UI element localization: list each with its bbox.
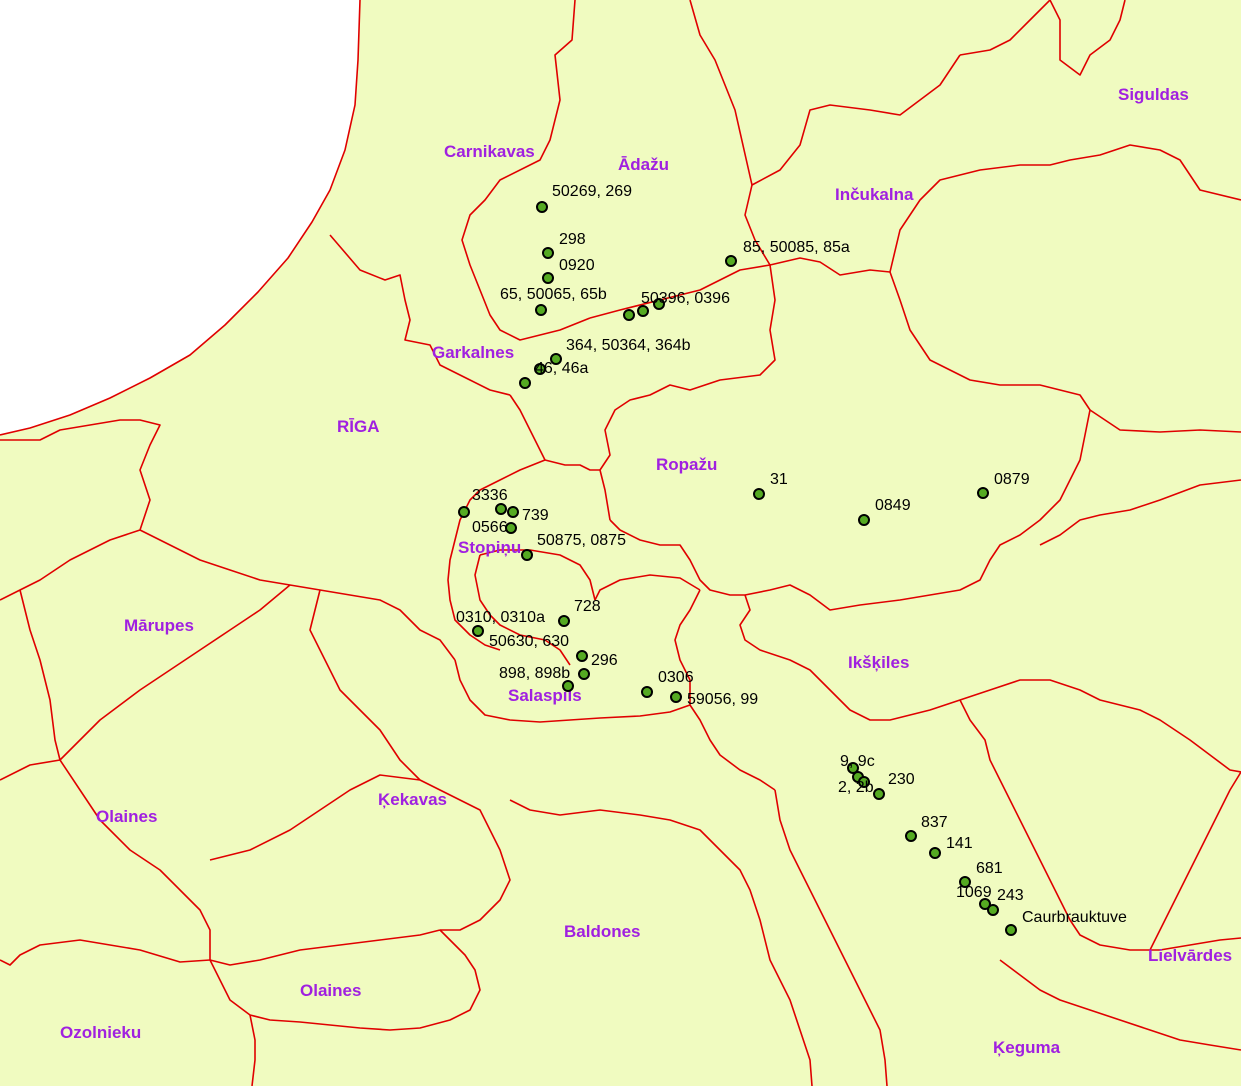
region-label-carnikavas: Carnikavas bbox=[444, 142, 535, 161]
site-point-marker[interactable] bbox=[987, 904, 999, 916]
site-point-marker[interactable] bbox=[847, 762, 859, 774]
site-label: 50875, 0875 bbox=[537, 532, 626, 549]
site-label: 50269, 269 bbox=[552, 183, 632, 200]
region-label-olaines-south: Olaines bbox=[300, 981, 361, 1000]
site-label: 837 bbox=[921, 814, 948, 831]
site-label: 9, 9c bbox=[840, 753, 875, 770]
site-point-marker[interactable] bbox=[558, 615, 570, 627]
region-label-marupes: Mārupes bbox=[124, 616, 194, 635]
region-label-siguldas: Siguldas bbox=[1118, 85, 1189, 104]
region-label-lielvardes: Lielvārdes bbox=[1148, 946, 1232, 965]
site-point-marker[interactable] bbox=[550, 353, 562, 365]
site-label: 50630, 630 bbox=[489, 633, 569, 650]
region-label-stopinu: Stopiņu bbox=[458, 538, 521, 557]
region-label-baldones: Baldones bbox=[564, 922, 641, 941]
site-point-marker[interactable] bbox=[858, 776, 870, 788]
site-point-marker[interactable] bbox=[653, 298, 665, 310]
site-label: 50396, 0396 bbox=[641, 290, 730, 307]
site-points bbox=[458, 201, 1017, 936]
site-label: 298 bbox=[559, 231, 586, 248]
region-label-salaspils: Salaspils bbox=[508, 686, 582, 705]
site-label: 0310, 0310a bbox=[456, 609, 545, 626]
site-label: 739 bbox=[522, 507, 549, 524]
site-label: 230 bbox=[888, 771, 915, 788]
site-label: 46, 46a bbox=[535, 360, 588, 377]
site-point-marker[interactable] bbox=[578, 668, 590, 680]
site-point-marker[interactable] bbox=[576, 650, 588, 662]
site-point-marker[interactable] bbox=[623, 309, 635, 321]
site-point-marker[interactable] bbox=[535, 304, 547, 316]
site-point-marker[interactable] bbox=[505, 522, 517, 534]
site-point-marker[interactable] bbox=[1005, 924, 1017, 936]
site-point-marker[interactable] bbox=[753, 488, 765, 500]
site-label: 0879 bbox=[994, 471, 1030, 488]
site-point-marker[interactable] bbox=[977, 487, 989, 499]
site-label: 296 bbox=[591, 652, 618, 669]
region-labels: Siguldas Carnikavas Ādažu Inčukalna Gark… bbox=[60, 85, 1232, 1057]
site-label: 141 bbox=[946, 835, 973, 852]
site-label: 65, 50065, 65b bbox=[500, 286, 607, 303]
site-point-marker[interactable] bbox=[929, 847, 941, 859]
site-label: 31 bbox=[770, 471, 788, 488]
coastline bbox=[0, 0, 361, 436]
site-point-marker[interactable] bbox=[507, 506, 519, 518]
site-point-marker[interactable] bbox=[562, 680, 574, 692]
site-point-marker[interactable] bbox=[725, 255, 737, 267]
site-label: 898, 898b bbox=[499, 665, 570, 682]
site-label: 3336 bbox=[472, 487, 508, 504]
site-point-marker[interactable] bbox=[873, 788, 885, 800]
site-label: 1069 bbox=[956, 884, 992, 901]
site-label: Caurbrauktuve bbox=[1022, 909, 1127, 926]
region-label-adazu: Ādažu bbox=[618, 155, 669, 174]
site-point-marker[interactable] bbox=[495, 503, 507, 515]
site-label: 728 bbox=[574, 598, 601, 615]
site-label: 0566 bbox=[472, 519, 508, 536]
site-point-marker[interactable] bbox=[534, 363, 546, 375]
region-label-ropazu: Ropažu bbox=[656, 455, 717, 474]
site-point-marker[interactable] bbox=[536, 201, 548, 213]
site-label: 85, 50085, 85a bbox=[743, 239, 850, 256]
site-point-marker[interactable] bbox=[519, 377, 531, 389]
region-label-keguma: Ķeguma bbox=[993, 1038, 1061, 1057]
region-label-riga: RĪGA bbox=[337, 417, 380, 436]
site-label: 0920 bbox=[559, 257, 595, 274]
site-point-marker[interactable] bbox=[959, 876, 971, 888]
site-label: 0306 bbox=[658, 669, 694, 686]
site-point-marker[interactable] bbox=[979, 898, 991, 910]
site-point-marker[interactable] bbox=[542, 247, 554, 259]
region-label-ikskiles: Ikšķiles bbox=[848, 653, 909, 672]
site-point-marker[interactable] bbox=[521, 549, 533, 561]
site-label: 243 bbox=[997, 887, 1024, 904]
site-point-marker[interactable] bbox=[905, 830, 917, 842]
region-label-garkalnes: Garkalnes bbox=[432, 343, 514, 362]
site-point-marker[interactable] bbox=[858, 514, 870, 526]
site-label: 0849 bbox=[875, 497, 911, 514]
site-point-labels: 50269, 269 298 0920 65, 50065, 65b 50396… bbox=[456, 183, 1127, 926]
site-label: 59056, 99 bbox=[687, 691, 758, 708]
site-point-marker[interactable] bbox=[472, 625, 484, 637]
region-label-ozolnieku: Ozolnieku bbox=[60, 1023, 141, 1042]
site-point-marker[interactable] bbox=[637, 305, 649, 317]
site-point-marker[interactable] bbox=[641, 686, 653, 698]
site-label: 2, 2b bbox=[838, 779, 874, 796]
site-point-marker[interactable] bbox=[670, 691, 682, 703]
site-point-marker[interactable] bbox=[458, 506, 470, 518]
site-point-marker[interactable] bbox=[542, 272, 554, 284]
site-label: 681 bbox=[976, 860, 1003, 877]
region-label-kekavas: Ķekavas bbox=[378, 790, 447, 809]
region-label-olaines-west: Olaines bbox=[96, 807, 157, 826]
region-label-incukalna: Inčukalna bbox=[835, 185, 914, 204]
site-label: 364, 50364, 364b bbox=[566, 337, 691, 354]
